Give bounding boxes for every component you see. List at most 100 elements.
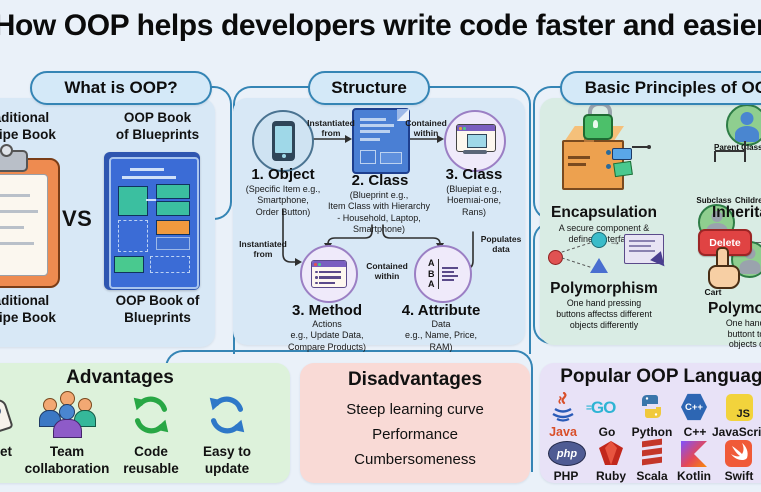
- subclass-label: Subclass: [696, 196, 732, 205]
- red-circle: [548, 250, 563, 265]
- box-dot: [606, 164, 611, 169]
- section-title-structure: Structure: [308, 71, 430, 105]
- scala-bar: [642, 438, 662, 448]
- book-teal-bar: [156, 184, 190, 199]
- php-icon-text: php: [556, 447, 578, 460]
- python-icon: [642, 395, 661, 418]
- laptop-base: [463, 150, 487, 154]
- class-document-icon: [352, 108, 410, 174]
- doc-line: [360, 118, 386, 121]
- go-icon-text: GO: [590, 398, 616, 417]
- method-list-line: [319, 276, 341, 279]
- lang-label-php: PHP: [553, 469, 579, 483]
- swift-icon: [725, 440, 752, 467]
- dashed-line: [561, 257, 591, 268]
- polymorphism-shapes-icon: →: [546, 230, 670, 276]
- disadvantages-title: Disadvantages: [347, 369, 483, 390]
- languages-title: Popular OOP Languages: [560, 366, 761, 387]
- teal-circle: [591, 232, 607, 248]
- method-list-line: [319, 281, 335, 284]
- what-is-oop-title-text: What is OOP?: [64, 78, 178, 97]
- class2-heading: 2. Class: [351, 172, 409, 189]
- section-title-principles: Basic Principles of OOP: [560, 71, 761, 105]
- box-line: [568, 163, 586, 166]
- disadvantage-item: Performance: [372, 426, 458, 443]
- attribute-heading: 4. Attribute: [401, 302, 481, 319]
- polymorphism-left-heading: Polymorphism: [550, 280, 658, 297]
- parent-body: [735, 126, 759, 142]
- hand-pointer-icon: [704, 247, 740, 289]
- box-dot: [606, 150, 611, 155]
- lang-label-scala: Scala: [636, 469, 668, 483]
- object-circle-icon: [252, 110, 314, 172]
- polymorphism-left-caption: One hand pressing buttons affectss diffe…: [556, 298, 652, 330]
- encapsulation-box-icon: [552, 102, 652, 202]
- method-window-dot: [318, 263, 321, 266]
- clipboard-line: [0, 242, 34, 245]
- ruby-icon: [599, 441, 623, 465]
- doc-window-line: [629, 245, 651, 247]
- doc-window-line: [629, 240, 655, 242]
- delete-button-label: Delete: [709, 236, 741, 249]
- easy-to-update-icon: [209, 396, 245, 434]
- team-collaboration-icon: [39, 391, 96, 439]
- disadvantage-item: Cumbersomeness: [354, 451, 476, 468]
- card-disadvantages: [300, 363, 530, 483]
- browser-bar: [457, 125, 495, 131]
- section-title-what-is-oop: What is OOP?: [30, 71, 212, 105]
- method-list-dot: [315, 270, 318, 273]
- go-icon: = GO: [586, 396, 628, 420]
- encapsulation-heading: Encapsulation: [551, 204, 657, 221]
- advantages-title: Advantages: [66, 367, 174, 388]
- phone-screen: [274, 126, 292, 153]
- method-list-dot: [315, 281, 318, 284]
- method-heading: 3. Method: [292, 302, 362, 319]
- label-populates-data: Populates data: [480, 234, 522, 254]
- blue-triangle: [590, 258, 608, 273]
- label-oop-book-bottom: OOP Book of Blueprints: [115, 293, 200, 325]
- book-dashed-bar: [150, 256, 190, 273]
- js-icon: JS: [726, 394, 753, 421]
- advantage-label-update: Easy to update: [202, 444, 252, 476]
- php-icon: php: [548, 441, 586, 466]
- inheritance-tree-lines: [714, 141, 746, 162]
- clipboard-line: [0, 194, 30, 197]
- blueprint-book-icon: [104, 152, 200, 290]
- clipboard-line: [0, 210, 38, 213]
- lang-label-go: Go: [598, 425, 616, 439]
- lang-label-kotlin: Kotlin: [677, 469, 711, 483]
- parent-class-icon: [726, 104, 761, 146]
- doc-window-line: [629, 250, 655, 252]
- box-note: [613, 160, 633, 178]
- box-wire: [632, 146, 648, 148]
- lock-keyhole: [593, 120, 598, 128]
- scala-bar: [642, 456, 662, 466]
- parent-head: [740, 112, 754, 125]
- label-instantiated-from-top: Instantiated from: [307, 118, 355, 138]
- scala-bar: [642, 447, 662, 457]
- box-wire-dot: [647, 144, 651, 149]
- structure-title-text: Structure: [331, 78, 407, 97]
- object-heading: 1. Object: [251, 166, 315, 183]
- children-body: [739, 260, 760, 274]
- smartphone-icon: [271, 121, 295, 161]
- browser-window: [456, 124, 496, 152]
- method-window-icon: [311, 260, 347, 288]
- encapsulation-caption: A secure component & defined interfaces: [558, 223, 650, 245]
- person-head-blue: [59, 404, 75, 420]
- lang-label-cpp: C++: [683, 425, 707, 439]
- class3-heading: 3. Class: [445, 166, 503, 183]
- class3-caption: (Bluepiat e.g., Hoemıai-one, Rans): [446, 184, 502, 217]
- page-title: How OOP helps developers write code fast…: [0, 9, 761, 42]
- go-speed-lines: =: [586, 402, 592, 414]
- advantage-label-code: Code reusable: [123, 444, 179, 476]
- advantage-label-team: Team collaboration: [24, 444, 110, 476]
- label-instantiated-from-left: Instantiated from: [239, 239, 287, 259]
- small-arrow: →: [609, 234, 621, 248]
- clipboard-icon: [0, 144, 60, 288]
- inheritance-parent-label: Parent Class: [714, 143, 761, 152]
- advantage-label-market: Faster to market: [0, 444, 12, 459]
